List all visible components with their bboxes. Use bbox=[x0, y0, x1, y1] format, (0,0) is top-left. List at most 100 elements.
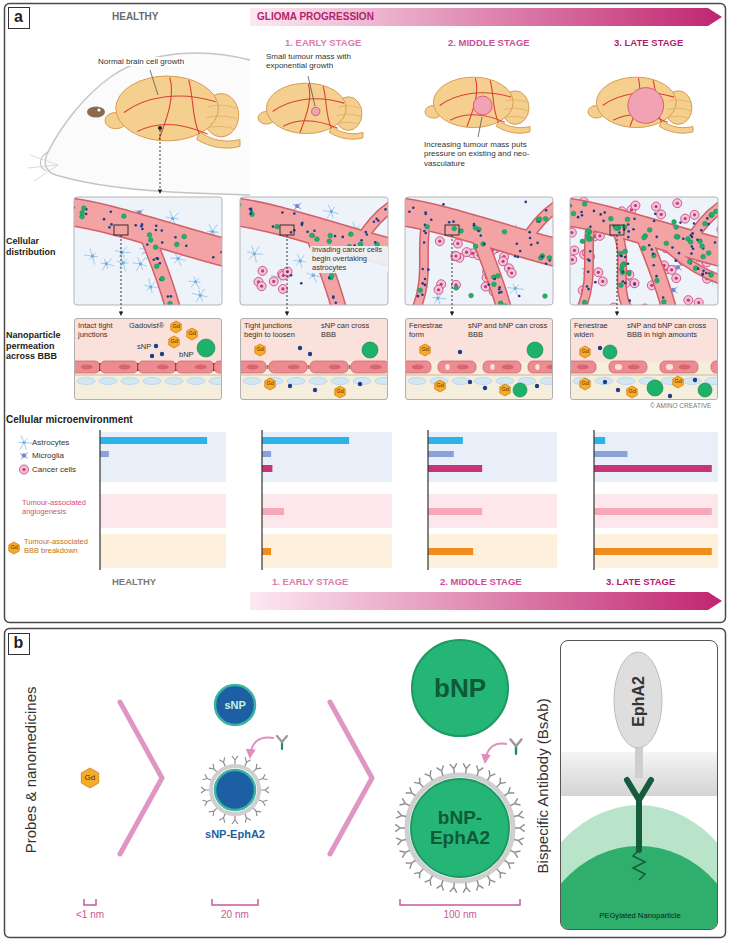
big-nanoparticle-dot bbox=[701, 254, 706, 259]
surface-antibody bbox=[395, 824, 405, 831]
big-nanoparticle-dot bbox=[328, 233, 333, 238]
astrocyte bbox=[189, 277, 201, 290]
scale-bar bbox=[84, 899, 96, 905]
small-nanoparticle-dot bbox=[161, 241, 164, 244]
eye-highlight bbox=[97, 108, 100, 111]
cancer-cell-body bbox=[684, 296, 693, 305]
cancer-cell-body bbox=[673, 199, 682, 208]
chart-bar bbox=[262, 437, 349, 444]
small-nanoparticle-dot bbox=[632, 228, 635, 231]
surface-antibody bbox=[258, 774, 268, 783]
chart-bar bbox=[100, 451, 109, 457]
endothelial-cell bbox=[483, 361, 521, 373]
node-text: bNP bbox=[179, 351, 194, 360]
fenestra bbox=[666, 364, 673, 370]
surface-antibody bbox=[406, 857, 418, 868]
cancer-cell-body bbox=[481, 282, 490, 291]
section-heading: Cellular microenvironment bbox=[6, 414, 133, 426]
small-nanoparticle-dot bbox=[516, 256, 519, 259]
big-nanoparticle-dot bbox=[700, 244, 705, 249]
brain bbox=[588, 77, 693, 133]
astrocyte-body bbox=[211, 230, 214, 233]
gadolinium-label: Gd bbox=[11, 545, 18, 551]
cerebrum bbox=[266, 83, 346, 133]
cancer-cell bbox=[453, 239, 462, 248]
zoom-dot bbox=[158, 126, 162, 130]
small-nanoparticle-dot bbox=[706, 217, 709, 220]
peg-chain bbox=[633, 850, 645, 880]
chart-band bbox=[594, 432, 718, 482]
big-nanoparticle-dot bbox=[672, 220, 677, 225]
small-nanoparticle-dot bbox=[622, 280, 625, 283]
node-text: sNP bbox=[225, 699, 246, 712]
cancer-cell bbox=[258, 266, 267, 275]
big-nanoparticle-dot bbox=[481, 242, 486, 247]
cell-nucleus bbox=[628, 365, 640, 370]
big-nanoparticle-dot bbox=[148, 238, 153, 243]
big-nanoparticle-dot bbox=[121, 214, 126, 219]
chart-bar bbox=[594, 437, 605, 444]
small-nanoparticle-dot bbox=[622, 271, 625, 274]
small-nanoparticle-dot bbox=[652, 264, 655, 267]
small-nanoparticle-dot bbox=[448, 221, 451, 224]
big-nanoparticle-dot bbox=[452, 226, 457, 231]
basement-membrane bbox=[240, 374, 388, 375]
antibody-arms bbox=[277, 736, 287, 742]
small-nanoparticle bbox=[603, 380, 607, 384]
small-nanoparticle-dot bbox=[671, 246, 674, 249]
zoom-arrow bbox=[452, 235, 453, 315]
small-nanoparticle-dot bbox=[589, 250, 592, 253]
astrocyte-endfoot bbox=[165, 378, 183, 385]
panel-border bbox=[240, 197, 388, 305]
small-nanoparticle-dot bbox=[690, 252, 693, 255]
permeation-panel-box: Fenestrae widensNP and bNP can cross BBB… bbox=[570, 318, 718, 400]
surface-antibody bbox=[209, 806, 219, 816]
cerebellum-fold bbox=[504, 108, 528, 111]
small-nanoparticle-dot bbox=[536, 242, 539, 245]
vessel-wall bbox=[415, 219, 427, 305]
cell-nucleus bbox=[288, 365, 300, 370]
cancer-cell bbox=[594, 268, 603, 277]
permeation-panel bbox=[62, 318, 253, 400]
cell-nucleus bbox=[502, 365, 514, 370]
vessel-lumen bbox=[614, 225, 630, 305]
small-nanoparticle-dot bbox=[577, 216, 580, 219]
big-nanoparticle-dot bbox=[625, 217, 630, 222]
surface-antibody bbox=[515, 824, 525, 831]
small-nanoparticle-dot bbox=[627, 236, 630, 239]
vessel-wall bbox=[580, 219, 592, 305]
small-nanoparticle-dot bbox=[692, 247, 695, 250]
surface-antibody bbox=[509, 847, 521, 857]
chart-bar bbox=[262, 465, 272, 472]
surface-antibody bbox=[261, 787, 269, 793]
chart-bar bbox=[594, 548, 712, 555]
permeation-panel-box: Intact tight junctionsGadovist®sNPbNP bbox=[74, 318, 222, 400]
small-nanoparticle-dot bbox=[652, 253, 655, 256]
cancer-cell-nucleus bbox=[660, 213, 663, 216]
chart-bar bbox=[594, 508, 712, 515]
astrocyte-endfoot bbox=[309, 378, 327, 385]
cancer-cell bbox=[462, 248, 471, 257]
rat-eye bbox=[87, 107, 105, 118]
small-nanoparticle bbox=[598, 346, 602, 350]
small-nanoparticle-dot bbox=[662, 296, 665, 299]
epha2-receptor bbox=[614, 652, 662, 748]
small-nanoparticle-dot bbox=[648, 244, 651, 247]
surface-antibody bbox=[219, 813, 228, 823]
surface-antibody bbox=[209, 764, 219, 774]
small-nanoparticle bbox=[358, 382, 362, 386]
small-nanoparticle bbox=[458, 350, 462, 354]
surface-antibody bbox=[396, 811, 407, 820]
small-nanoparticle-dot bbox=[109, 210, 112, 213]
axis-label: 3. LATE STAGE bbox=[606, 576, 675, 587]
cerebellum-fold bbox=[337, 114, 361, 117]
big-nanoparticle-dot bbox=[710, 212, 715, 217]
whisker bbox=[30, 155, 58, 165]
big-nanoparticle bbox=[603, 345, 617, 359]
zoom-arrow bbox=[121, 235, 122, 315]
big-nanoparticle-dot bbox=[182, 234, 187, 239]
brain bbox=[258, 83, 363, 139]
cancer-cell bbox=[20, 465, 29, 474]
antibody-detail bbox=[561, 652, 717, 929]
